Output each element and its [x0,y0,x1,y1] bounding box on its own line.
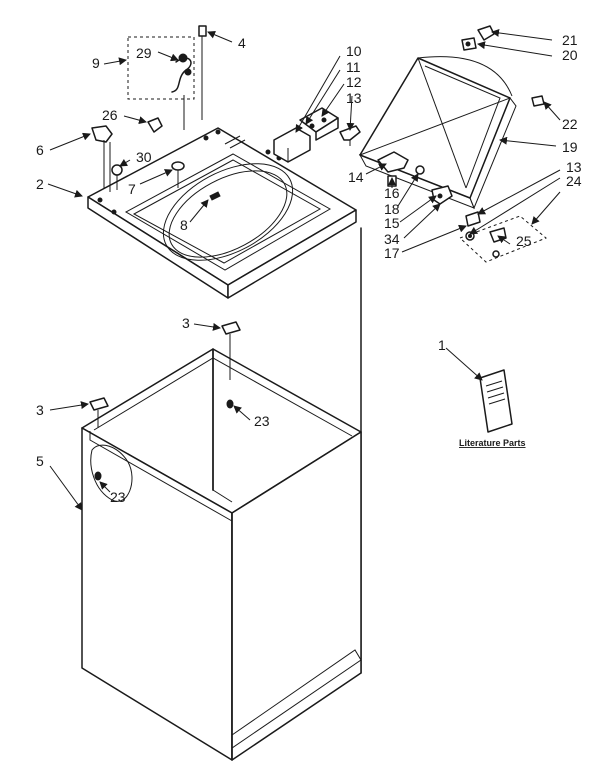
callout-18: 18 [384,201,400,217]
callout-29: 29 [136,45,152,61]
callout-16: 16 [384,185,400,201]
callout-5: 5 [36,453,44,469]
switch-cluster-10-13 [273,107,361,163]
leader-lines [47,28,561,511]
callout-14: 14 [348,169,364,185]
callout-23a: 23 [254,413,270,429]
callout-23b: 23 [110,489,126,505]
screw-part-8 [209,191,221,201]
part-30 [111,164,123,190]
fasteners-13-34 [465,211,481,241]
top-panel [87,127,357,299]
screw-part-23b [90,444,133,502]
callout-9: 9 [92,55,100,71]
clip-part-26 [147,117,163,133]
callout-25: 25 [516,233,532,249]
callout-20: 20 [562,47,578,63]
callout-24: 24 [566,173,582,189]
bumper-part-3b [89,397,109,428]
callout-7: 7 [128,181,136,197]
callout-2: 2 [36,176,44,192]
callout-11: 11 [346,59,361,75]
callout-22: 22 [562,116,578,132]
callout-13b: 13 [566,159,582,175]
callout-13a: 13 [346,90,362,106]
callout-3b: 3 [36,402,44,418]
hinge-part-6 [91,125,113,192]
literature-booklet [479,369,513,433]
callout-8: 8 [180,217,188,233]
callout-34: 34 [384,231,400,247]
screw-part-23a [226,399,234,409]
callout-labels: 1 2 3 3 4 5 6 7 8 9 10 11 12 13 13 14 15… [36,32,582,505]
callout-6: 6 [36,142,44,158]
bumper-part-3a [221,321,241,380]
callout-12: 12 [346,74,362,90]
literature-caption: Literature Parts [459,438,526,448]
callout-30: 30 [136,149,152,165]
callout-3a: 3 [182,315,190,331]
callout-15: 15 [384,215,400,231]
callout-26: 26 [102,107,118,123]
callout-10: 10 [346,43,362,59]
cabinet [81,227,362,761]
callout-4: 4 [238,35,246,51]
callout-17: 17 [384,245,400,261]
callout-1: 1 [438,337,446,353]
callout-21: 21 [562,32,578,48]
part-7 [171,161,185,188]
screw-part-4 [198,25,207,120]
callout-19: 19 [562,139,578,155]
harness-group-9 [127,36,195,130]
